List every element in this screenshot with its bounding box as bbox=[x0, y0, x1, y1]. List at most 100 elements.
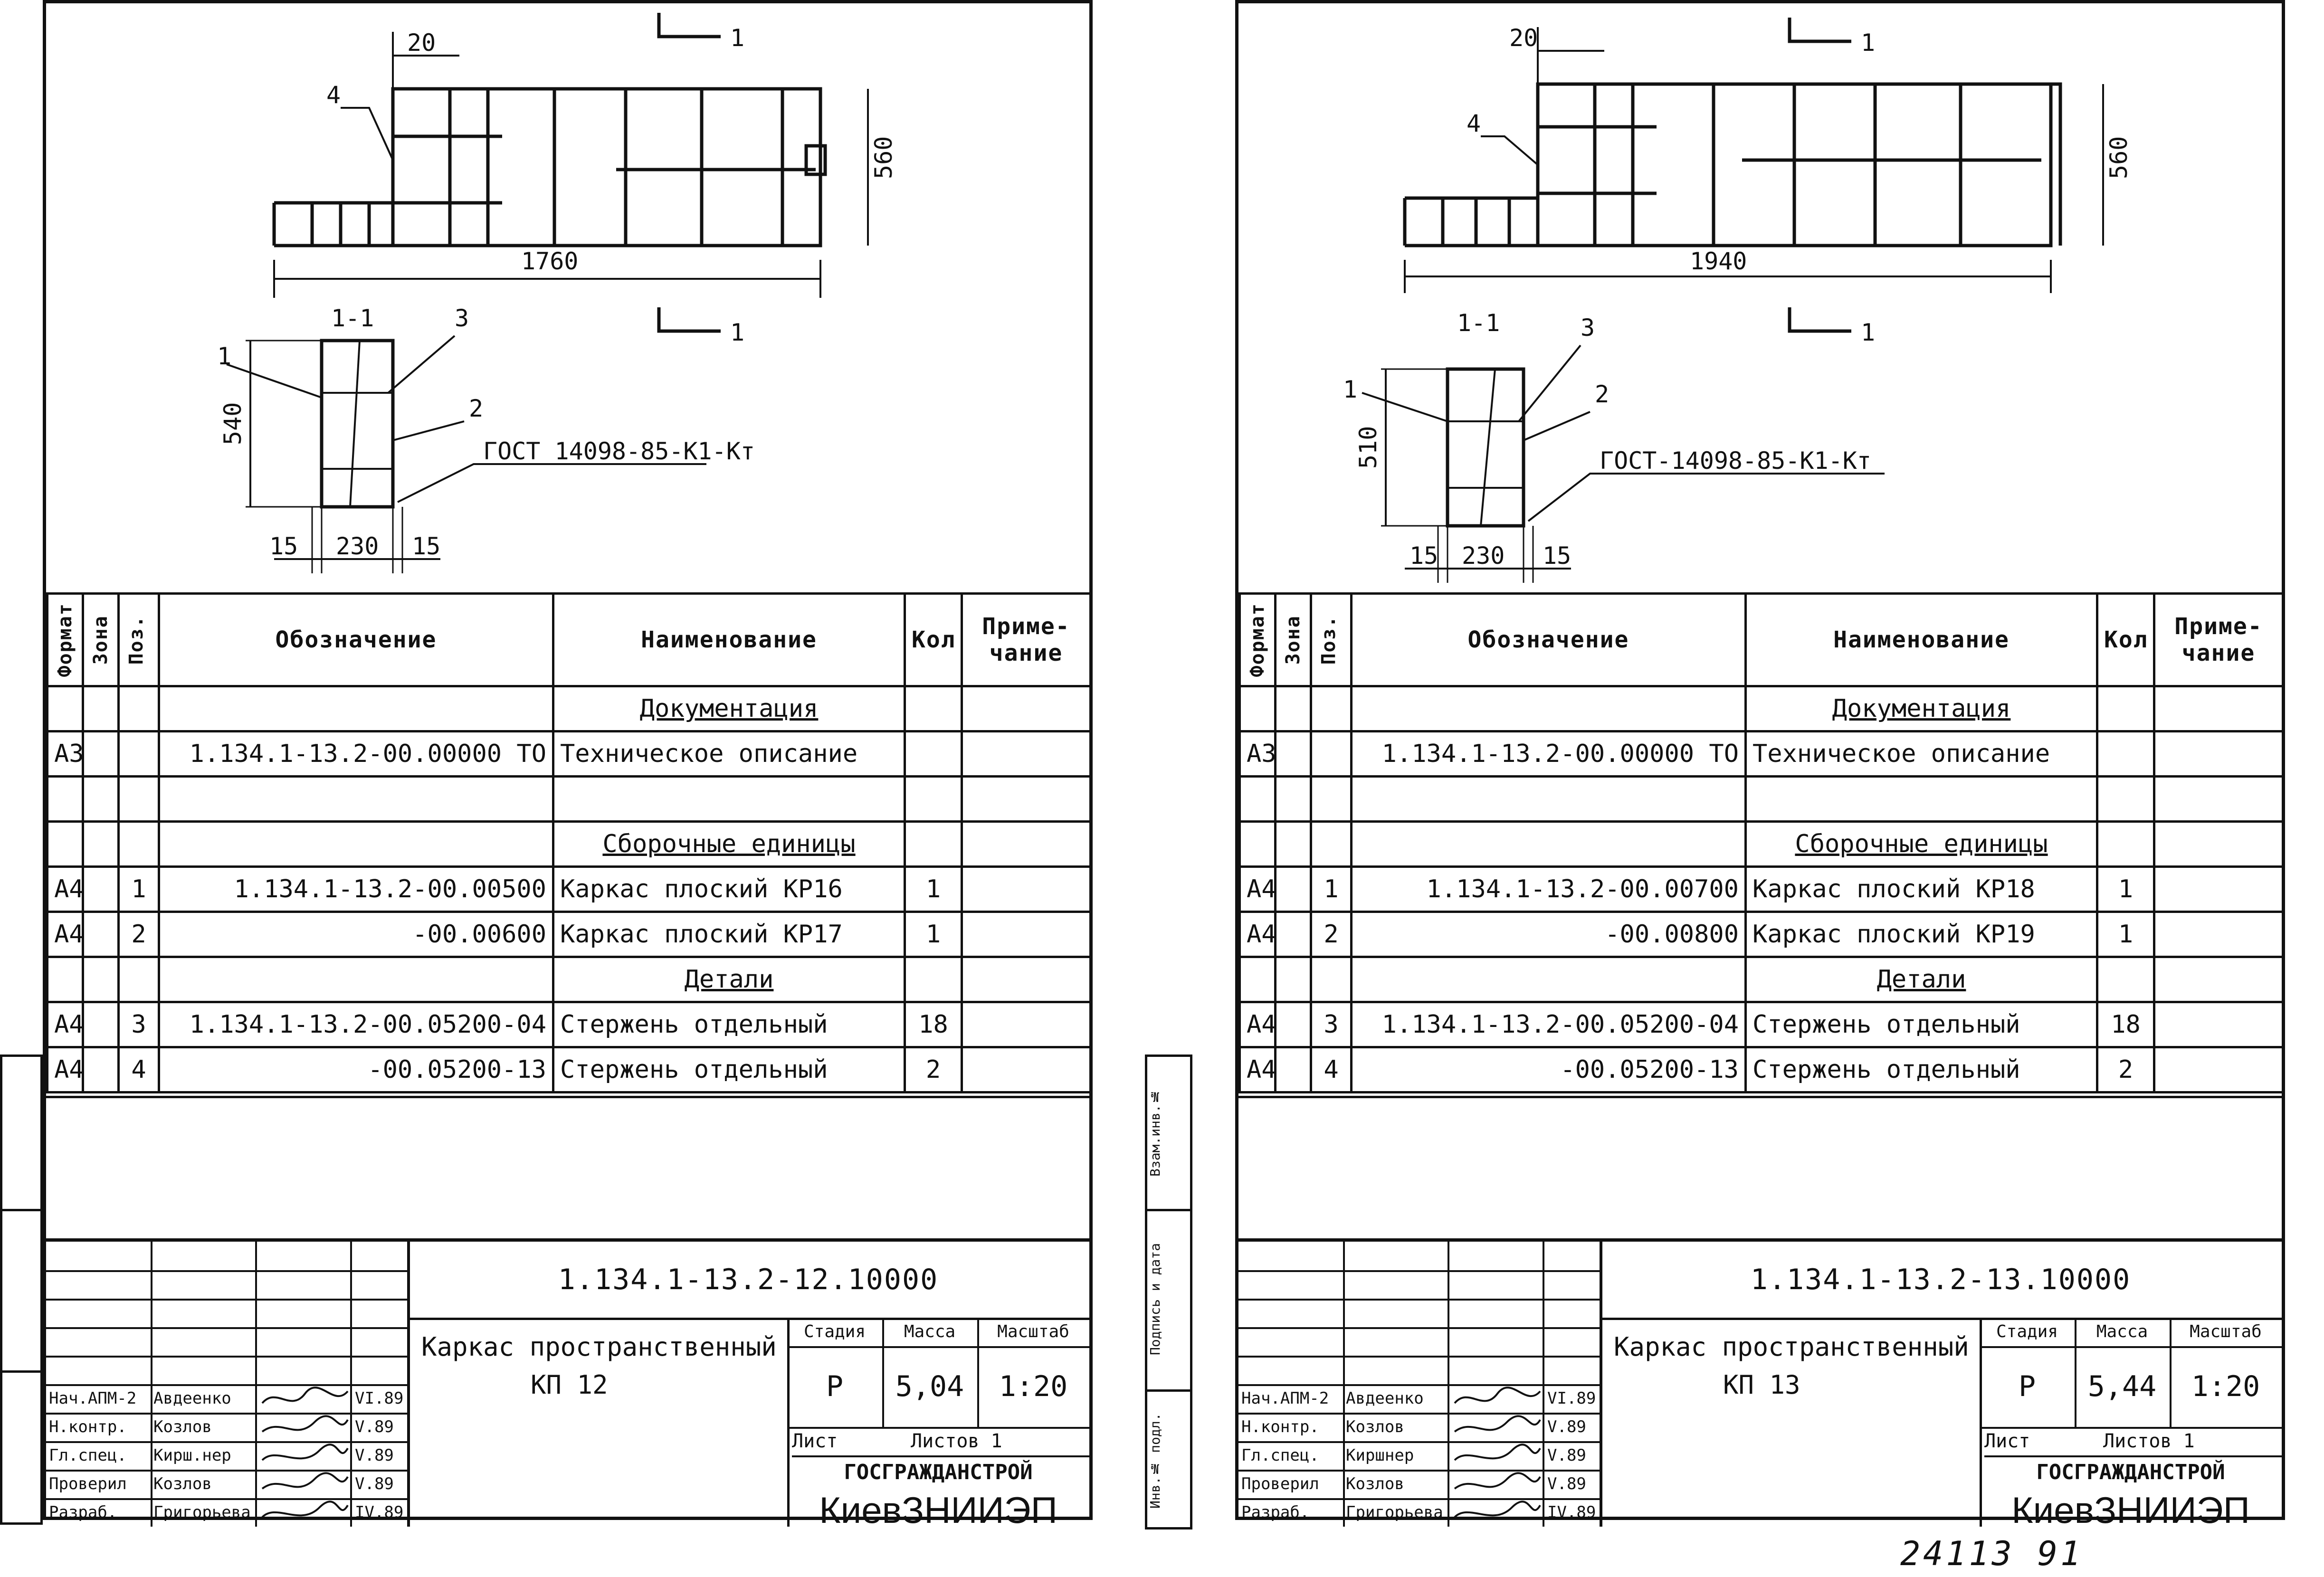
scale-value: 1:20 bbox=[977, 1346, 1089, 1429]
section-mark: 1-1 bbox=[331, 304, 374, 332]
leader-2 bbox=[392, 420, 465, 441]
leader-1 bbox=[226, 363, 322, 399]
col-name: Наименование bbox=[1744, 592, 2098, 687]
cage-elevation-svg: 20 1940 560 4 1-1 3 1 2 1 1 ГОСТ-14098-8… bbox=[1343, 18, 2133, 583]
drawing-sheet-kp12: 20 1760 560 4 1-1 3 1 2 1 1 ГОСТ 14098-8… bbox=[43, 0, 1093, 1531]
col-zone: Зона bbox=[1274, 592, 1312, 687]
approval-stamp-column: Взам.инв.№ Подпись и дата Инв.№ подл. bbox=[1145, 1054, 1192, 1530]
col-format: Формат bbox=[1238, 592, 1276, 687]
col-qty: Кол bbox=[904, 592, 963, 687]
col-pos: Поз. bbox=[117, 592, 160, 687]
scale-value: 1:20 bbox=[2170, 1346, 2282, 1429]
leader-4 bbox=[1481, 135, 1539, 166]
section-arrow-top bbox=[1788, 18, 1851, 43]
handwritten-signatures bbox=[261, 1387, 349, 1518]
org-name: ГОСГРАЖДАНСТРОЙ bbox=[2036, 1460, 2225, 1484]
leader-3 bbox=[387, 335, 456, 394]
col-name: Наименование bbox=[552, 592, 906, 687]
col-zone: Зона bbox=[82, 592, 120, 687]
callout-4: 4 bbox=[1467, 110, 1481, 137]
stage-value: Р bbox=[1980, 1346, 2076, 1429]
cage-outline bbox=[391, 87, 822, 247]
leader-gost bbox=[1527, 473, 1885, 522]
table-row: Документация bbox=[46, 685, 1092, 732]
hook-detail bbox=[804, 144, 827, 176]
col-designation: Обозначение bbox=[1350, 592, 1747, 687]
drawing-sheet-kp13: 20 1940 560 4 1-1 3 1 2 1 1 ГОСТ-14098-8… bbox=[1235, 0, 2285, 1531]
leader-1 bbox=[1362, 392, 1448, 422]
section-bar-diag bbox=[349, 340, 361, 507]
archive-number: 24113 91 bbox=[1900, 1534, 2084, 1573]
col-note: Приме-чание bbox=[2153, 592, 2284, 687]
leader-3 bbox=[1518, 344, 1581, 422]
hook-detail bbox=[2041, 82, 2062, 246]
table-row: Сборочные единицы bbox=[46, 820, 1092, 868]
mass-value: 5,04 bbox=[882, 1346, 979, 1429]
blank-area bbox=[46, 1096, 1089, 1241]
section-num-bottom: 1 bbox=[730, 319, 744, 346]
dim-label-section-height: 540 bbox=[219, 402, 247, 445]
dim-label-cover-left: 15 bbox=[269, 532, 298, 560]
dim-label-height: 560 bbox=[2105, 136, 2133, 179]
section-num-top: 1 bbox=[730, 24, 744, 52]
dim-label-section-height: 510 bbox=[1354, 426, 1382, 469]
handwritten-signatures bbox=[1454, 1387, 1541, 1518]
section-num-bottom: 1 bbox=[1861, 319, 1875, 346]
dim-label-cover-right: 15 bbox=[1543, 542, 1571, 570]
standard-note: ГОСТ 14098-85-К1-Кт bbox=[483, 437, 755, 465]
callout-1: 1 bbox=[217, 342, 231, 370]
table-row: Сборочные единицы bbox=[1238, 820, 2284, 868]
mass-value: 5,44 bbox=[2075, 1346, 2172, 1429]
section-arrow-bottom bbox=[657, 307, 721, 333]
specification-table: Формат Зона Поз. Обозначение Наименовани… bbox=[1238, 592, 2284, 1093]
stage-value: Р bbox=[787, 1346, 884, 1429]
document-code: 1.134.1-13.2-13.10000 bbox=[1600, 1242, 2282, 1320]
table-row: Детали bbox=[46, 956, 1092, 1003]
callout-3: 3 bbox=[1581, 314, 1595, 342]
org-institute: КиевЗНИИЭП bbox=[819, 1489, 1057, 1531]
document-attributes: Стадия Масса Масштаб Р 5,04 1:20 Лист Ли… bbox=[787, 1318, 1089, 1531]
document-attributes: Стадия Масса Масштаб Р 5,44 1:20 Лист Ли… bbox=[1980, 1318, 2282, 1531]
reinforcement-drawing: 20 1760 560 4 1-1 3 1 2 1 1 ГОСТ 14098-8… bbox=[46, 3, 1089, 592]
document-name: Каркас пространственный КП 12 bbox=[407, 1318, 790, 1527]
blank-area bbox=[1238, 1096, 2282, 1241]
callout-1: 1 bbox=[1343, 376, 1357, 403]
leader-2 bbox=[1523, 411, 1591, 441]
table-row bbox=[1238, 775, 2284, 823]
dim-label-section-width: 230 bbox=[1462, 542, 1505, 570]
leader-4 bbox=[341, 107, 394, 161]
dim-label-cover-left: 15 bbox=[1410, 542, 1438, 570]
spec-header-row: Формат Зона Поз. Обозначение Наименовани… bbox=[46, 592, 1092, 687]
dim-label-cover-right: 15 bbox=[412, 532, 440, 560]
col-pos: Поз. bbox=[1310, 592, 1352, 687]
document-name: Каркас пространственный КП 13 bbox=[1600, 1318, 1982, 1527]
cage-elevation-svg: 20 1760 560 4 1-1 3 1 2 1 1 ГОСТ 14098-8… bbox=[217, 13, 897, 573]
dim-label-top: 20 bbox=[407, 29, 436, 57]
reinforcement-drawing: 20 1940 560 4 1-1 3 1 2 1 1 ГОСТ-14098-8… bbox=[1238, 3, 2282, 592]
spec-header-row: Формат Зона Поз. Обозначение Наименовани… bbox=[1238, 592, 2284, 687]
callout-2: 2 bbox=[1595, 380, 1609, 408]
section-arrow-bottom bbox=[1788, 307, 1851, 333]
document-code: 1.134.1-13.2-12.10000 bbox=[407, 1242, 1089, 1320]
section-bar-diag bbox=[1480, 369, 1496, 526]
org-name: ГОСГРАЖДАНСТРОЙ bbox=[844, 1460, 1033, 1484]
